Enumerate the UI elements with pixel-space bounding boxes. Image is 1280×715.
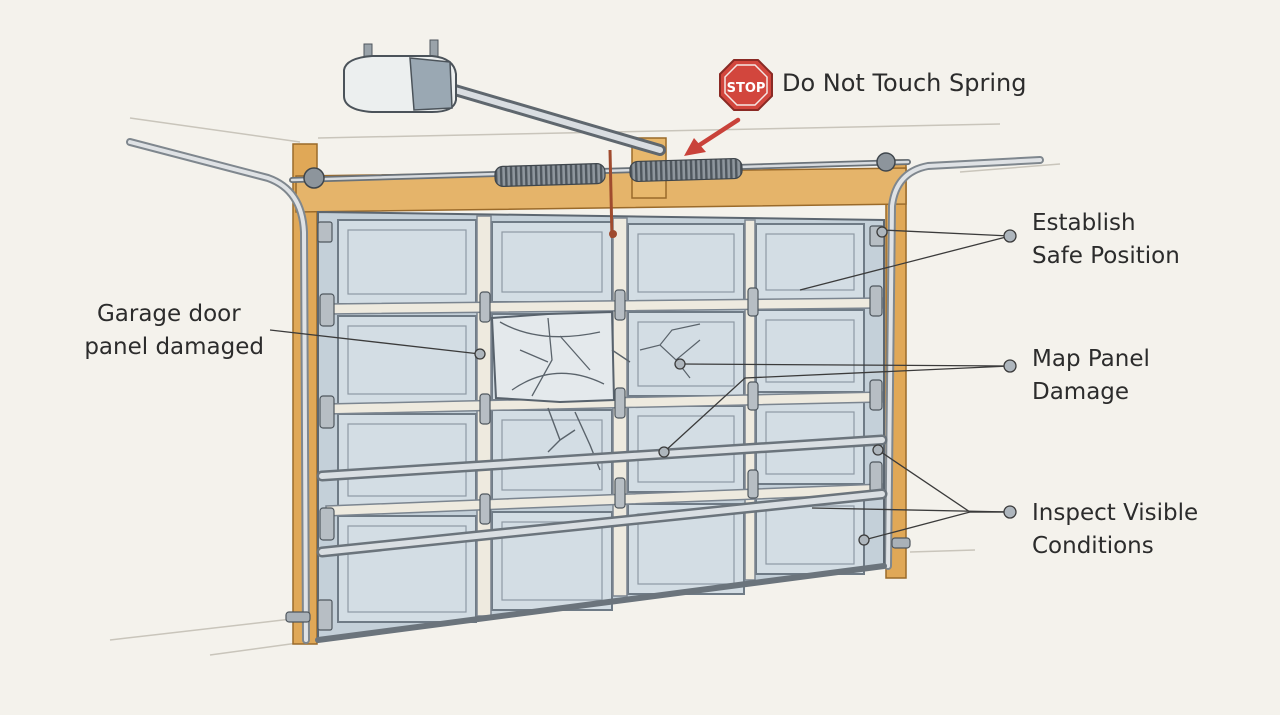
torsion-assembly: [289, 149, 911, 239]
cable-drum-right: [876, 152, 896, 172]
leader-inspect-c: [863, 511, 1010, 541]
warning-arrow-shaft: [695, 117, 741, 149]
door-panels: [337, 219, 865, 623]
label-establish-line-1: Establish: [1032, 210, 1136, 236]
leader-establish-a: [881, 229, 1011, 237]
label-inspect-line-2: Conditions: [1032, 533, 1154, 559]
cable-drum-left: [303, 167, 325, 189]
leader-inspect-b: [811, 507, 1011, 513]
label-panel-damaged-line-1: Garage door: [97, 301, 241, 327]
stop-sign-text: STOP: [727, 81, 766, 96]
callout-labels: Garage door panel damaged Establish Safe…: [84, 210, 1206, 559]
callout-dots: [474, 226, 1017, 546]
label-inspect-visible-conditions: Inspect Visible Conditions: [1032, 500, 1206, 559]
right-track: [884, 156, 1044, 570]
floor-bolts: [285, 537, 911, 623]
garage-door: [285, 210, 911, 643]
spring-left: [494, 163, 606, 187]
garage-opener: [343, 39, 666, 156]
label-panel-damaged: Garage door panel damaged: [84, 301, 264, 360]
warning-callout: STOP Do Not Touch Spring: [684, 59, 1026, 156]
leader-establish-b: [799, 235, 1011, 291]
release-cord: [608, 149, 614, 239]
label-map-panel-damage: Map Panel Damage: [1032, 346, 1157, 405]
leader-map-a: [679, 363, 1011, 367]
door-struts: [315, 434, 888, 643]
leader-left: [269, 329, 481, 355]
dented-panel: [490, 310, 701, 471]
left-track: [126, 138, 310, 644]
door-hinges: [317, 221, 885, 631]
label-establish-safe-position: Establish Safe Position: [1032, 210, 1180, 269]
label-map-line-2: Damage: [1032, 379, 1129, 405]
warning-text: Do Not Touch Spring: [782, 69, 1026, 97]
label-inspect-line-1: Inspect Visible: [1032, 500, 1198, 526]
warning-arrow-icon: [684, 138, 706, 156]
leader-lines: [269, 229, 1011, 541]
wall-lines: [109, 117, 1061, 656]
label-establish-line-2: Safe Position: [1032, 243, 1180, 269]
spring-right: [629, 157, 743, 183]
label-map-line-1: Map Panel: [1032, 346, 1150, 372]
label-panel-damaged-line-2: panel damaged: [84, 334, 264, 360]
leader-map-b: [663, 365, 1011, 453]
tracks: [126, 138, 1044, 644]
stop-sign-icon: [719, 59, 773, 111]
